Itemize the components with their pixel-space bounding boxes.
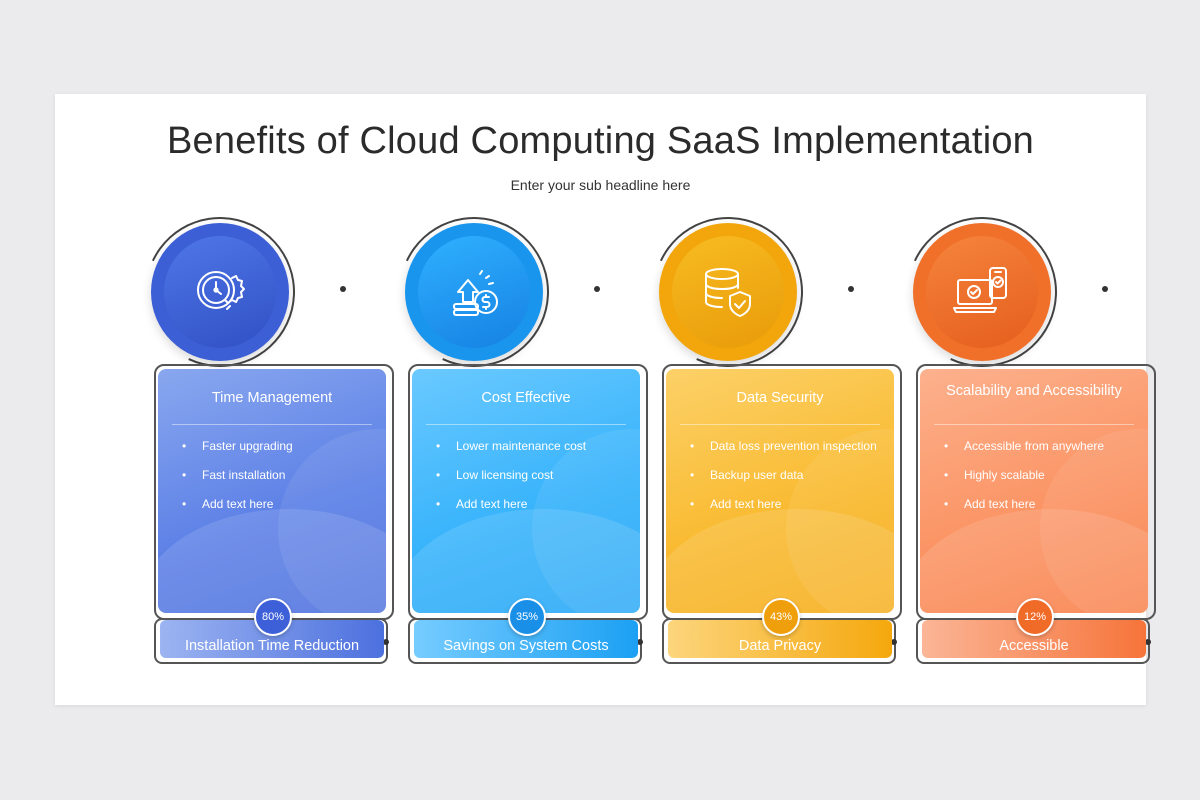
bullet-item: Add text here [686,497,880,512]
bullet-item: Add text here [940,497,1134,512]
benefit-column-cost-effective: Cost Effective Lower maintenance cost Lo… [361,94,648,705]
percent-badge: 80% [254,598,292,636]
clock-gear-icon [190,262,250,322]
footer-label: Installation Time Reduction [184,638,360,654]
bullet-list: Accessible from anywhere Highly scalable… [940,439,1134,526]
icon-circle [405,223,543,361]
benefit-card: Time Management Faster upgrading Fast in… [158,369,386,613]
card-title: Cost Effective [481,390,571,406]
bullet-item: Data loss prevention inspection [686,439,880,454]
icon-circle [659,223,797,361]
devices-check-icon [952,262,1012,322]
bullet-item: Accessible from anywhere [940,439,1134,454]
divider [426,424,626,425]
benefit-column-scalability: Scalability and Accessibility Accessible… [869,94,1156,705]
benefit-column-data-security: Data Security Data loss prevention inspe… [615,94,902,705]
slide-title: Benefits of Cloud Computing SaaS Impleme… [167,120,1034,162]
percent-badge: 43% [762,598,800,636]
bullet-list: Lower maintenance cost Low licensing cos… [432,439,626,526]
benefit-card: Data Security Data loss prevention inspe… [666,369,894,613]
footer-label: Accessible [999,638,1069,654]
coins-growth-icon [444,262,504,322]
divider [172,424,372,425]
bullet-item: Add text here [432,497,626,512]
icon-circle [913,223,1051,361]
footer-label: Savings on System Costs [443,638,609,654]
bullet-item: Low licensing cost [432,468,626,483]
bullet-item: Lower maintenance cost [432,439,626,454]
benefit-card: Cost Effective Lower maintenance cost Lo… [412,369,640,613]
benefit-card: Scalability and Accessibility Accessible… [920,369,1148,613]
icon-circle [151,223,289,361]
bullet-item: Faster upgrading [178,439,372,454]
percent-badge: 35% [508,598,546,636]
divider [934,424,1134,425]
footer-label: Data Privacy [738,638,822,654]
bullet-item: Highly scalable [940,468,1134,483]
bullet-list: Faster upgrading Fast installation Add t… [178,439,372,526]
slide: Benefits of Cloud Computing SaaS Impleme… [55,94,1156,705]
bullet-item: Fast installation [178,468,372,483]
bullet-item: Add text here [178,497,372,512]
ring-dot [1102,286,1108,292]
benefit-column-time-management: Time Management Faster upgrading Fast in… [107,94,394,705]
slide-subtitle: Enter your sub headline here [510,177,691,193]
database-shield-icon [698,262,758,322]
percent-badge: 12% [1016,598,1054,636]
divider [680,424,880,425]
card-title: Scalability and Accessibility [946,383,1122,399]
ring-dot [848,286,854,292]
bullet-item: Backup user data [686,468,880,483]
bullet-list: Data loss prevention inspection Backup u… [686,439,880,526]
ring-dot [594,286,600,292]
card-title: Time Management [211,390,333,406]
ring-dot [340,286,346,292]
card-title: Data Security [736,390,824,406]
